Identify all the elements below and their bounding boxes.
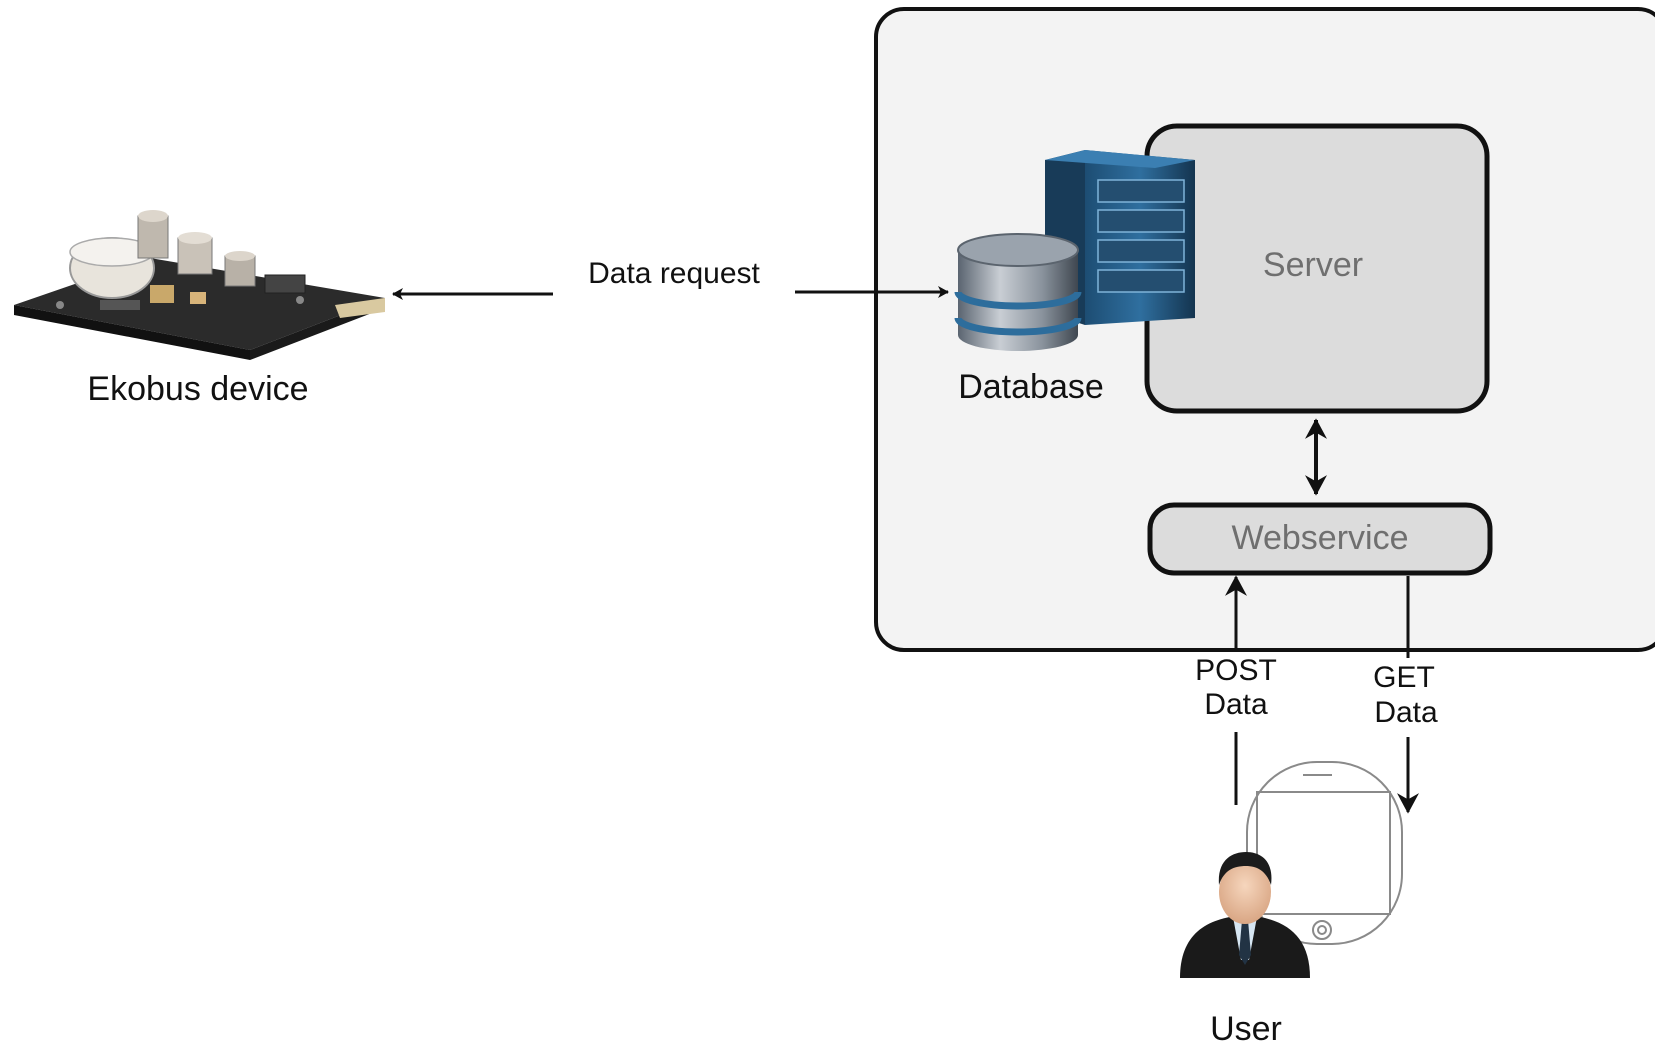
user-icon — [1180, 852, 1310, 978]
get-label-line2: Data — [1374, 696, 1438, 729]
post-label-line1: POST — [1195, 654, 1277, 687]
data-request-label: Data request — [588, 257, 760, 290]
webservice-box — [1147, 502, 1493, 576]
device-label: Ekobus device — [87, 370, 308, 408]
webservice-label: Webservice — [1232, 519, 1409, 557]
database-label: Database — [958, 368, 1104, 406]
post-label-line2: Data — [1204, 688, 1268, 721]
circuit-board-icon — [14, 210, 385, 360]
server-label: Server — [1263, 246, 1363, 284]
user-label: User — [1210, 1010, 1282, 1047]
get-label-line1: GET — [1373, 661, 1435, 694]
database-icon — [954, 233, 1082, 351]
smartphone-icon — [1246, 761, 1403, 945]
